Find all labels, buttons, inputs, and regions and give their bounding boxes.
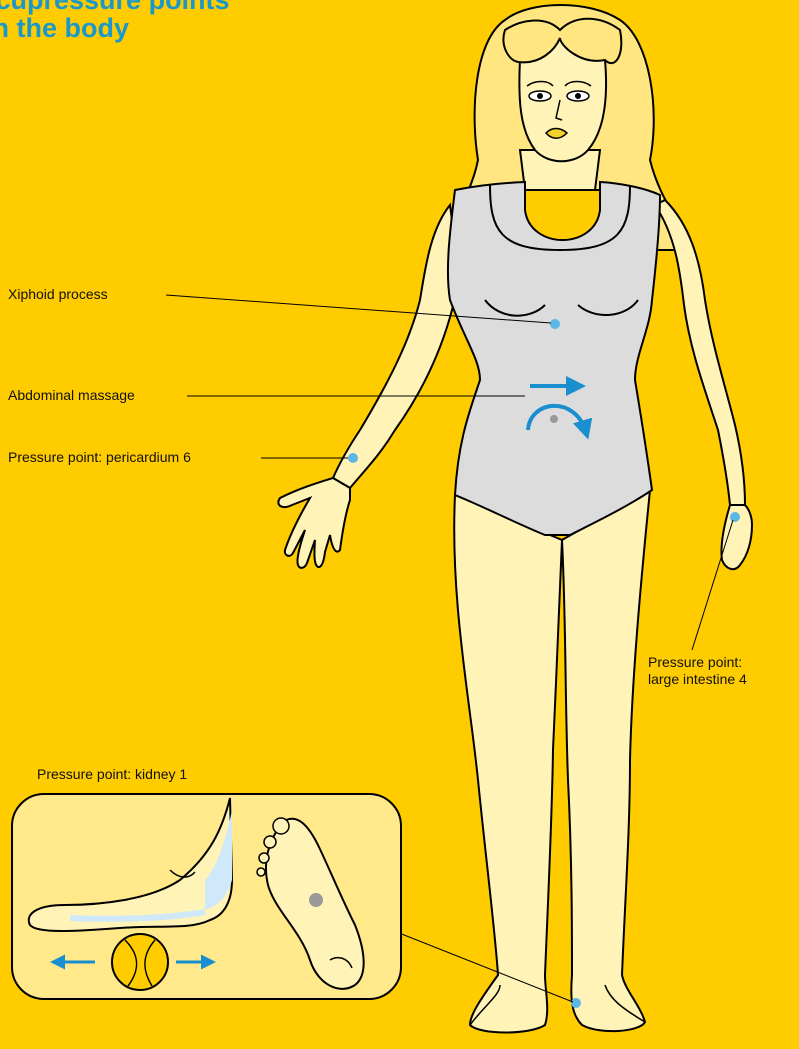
kidney-point-sole <box>309 893 323 907</box>
label-xiphoid-process: Xiphoid process <box>8 286 108 302</box>
kidney-point-foot <box>571 998 581 1008</box>
label-abdominal-massage: Abdominal massage <box>8 387 135 403</box>
swimsuit <box>448 182 660 535</box>
label-large-intestine-line-1: Pressure point: <box>648 654 747 671</box>
pericardium-point <box>348 453 358 463</box>
right-leg <box>562 490 650 1031</box>
massage-ball <box>112 934 168 990</box>
label-pericardium-6: Pressure point: pericardium 6 <box>8 449 191 465</box>
label-kidney-1: Pressure point: kidney 1 <box>37 766 187 782</box>
label-large-intestine-line-2: large intestine 4 <box>648 671 747 688</box>
left-hand <box>278 478 350 568</box>
left-leg <box>454 495 562 1033</box>
abdominal-point <box>550 415 558 423</box>
xiphoid-point <box>550 319 560 329</box>
large-intestine-point <box>730 512 740 522</box>
leader-large-intestine <box>692 520 733 650</box>
label-large-intestine-4: Pressure point: large intestine 4 <box>648 654 747 688</box>
left-arm <box>333 205 460 488</box>
